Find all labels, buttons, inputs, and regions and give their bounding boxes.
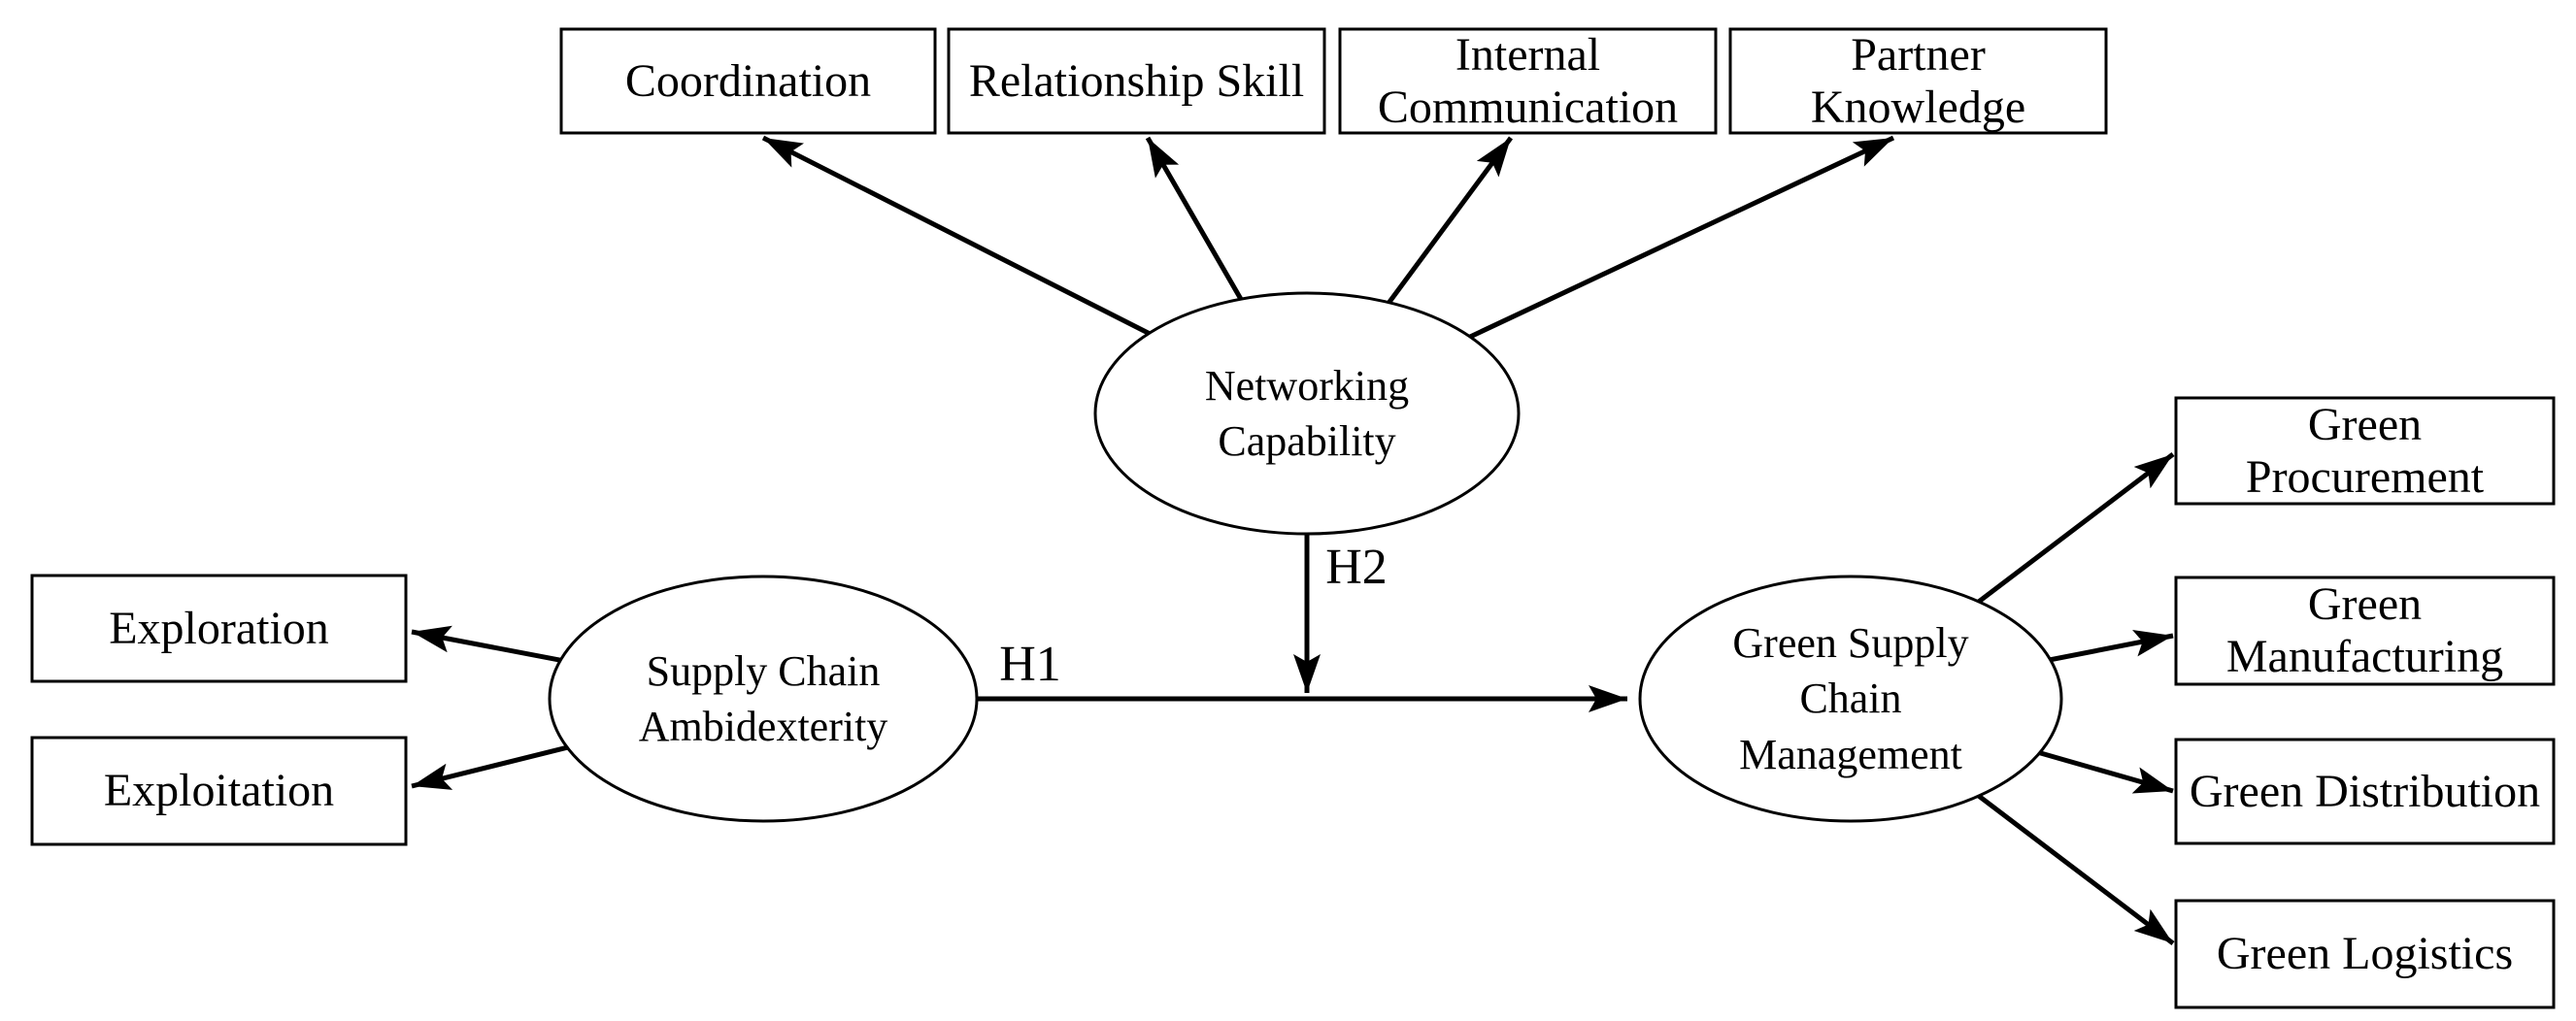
- label-exploration: Exploration: [32, 576, 406, 681]
- box-green-logistics: [2174, 899, 2556, 1009]
- label-line: Exploitation: [103, 765, 335, 817]
- label-line: Green Distribution: [2189, 765, 2541, 817]
- label-line: Knowledge: [1810, 81, 2026, 133]
- label-line: Exploration: [109, 602, 329, 654]
- label-line: Management: [1739, 730, 1962, 778]
- box-coordination: [559, 27, 937, 135]
- label-line: Procurement: [2245, 450, 2485, 503]
- box-exploitation: [30, 736, 408, 846]
- label-line: Internal: [1455, 28, 1601, 81]
- label-line: Networking: [1204, 361, 1410, 410]
- label-networking-capability: Networking Capability: [1095, 293, 1519, 534]
- label-supply-chain-ambidexterity: Supply Chain Ambidexterity: [550, 576, 977, 821]
- label-line: Green Logistics: [2216, 928, 2514, 980]
- label-line: Ambidexterity: [638, 703, 888, 750]
- label-green-procurement: Green Procurement: [2176, 398, 2554, 504]
- box-exploration: [30, 574, 408, 683]
- label-line: Green: [2307, 398, 2423, 450]
- label-green-distribution: Green Distribution: [2176, 740, 2554, 843]
- label-line: Partner: [1851, 28, 1986, 81]
- box-green-manufacturing: [2174, 576, 2556, 686]
- box-green-procurement: [2174, 396, 2556, 506]
- ellipse-supply-chain-ambidexterity: [548, 575, 979, 823]
- label-line: H2: [1325, 540, 1388, 595]
- label-h1: H1: [987, 637, 1074, 692]
- label-line: H1: [999, 637, 1061, 692]
- label-exploitation: Exploitation: [32, 738, 406, 844]
- label-h2: H2: [1313, 540, 1400, 595]
- label-line: Green: [2307, 578, 2423, 631]
- box-partner-knowledge: [1728, 27, 2108, 135]
- label-green-logistics: Green Logistics: [2176, 901, 2554, 1007]
- label-line: Chain: [1799, 675, 1902, 723]
- label-green-supply-chain-management: Green Supply Chain Management: [1640, 576, 2061, 821]
- box-green-distribution: [2174, 738, 2556, 845]
- label-green-manufacturing: Green Manufacturing: [2176, 577, 2554, 684]
- label-line: Communication: [1377, 81, 1679, 133]
- label-line: Green Supply: [1732, 619, 1969, 668]
- edge-arrows: [411, 135, 2175, 945]
- label-relationship-skill: Relationship Skill: [949, 29, 1324, 133]
- label-coordination: Coordination: [561, 29, 935, 133]
- label-line: Supply Chain: [646, 646, 881, 695]
- box-internal-communication: [1338, 27, 1718, 135]
- label-internal-communication: Internal Communication: [1340, 29, 1716, 133]
- label-line: Capability: [1218, 417, 1396, 465]
- label-partner-knowledge: Partner Knowledge: [1730, 29, 2106, 133]
- ellipse-networking-capability: [1093, 291, 1521, 536]
- label-line: Relationship Skill: [968, 54, 1305, 107]
- ellipse-green-supply-chain-management: [1638, 575, 2063, 823]
- label-line: Coordination: [624, 54, 872, 107]
- box-relationship-skill: [947, 27, 1326, 135]
- label-line: Manufacturing: [2225, 631, 2504, 682]
